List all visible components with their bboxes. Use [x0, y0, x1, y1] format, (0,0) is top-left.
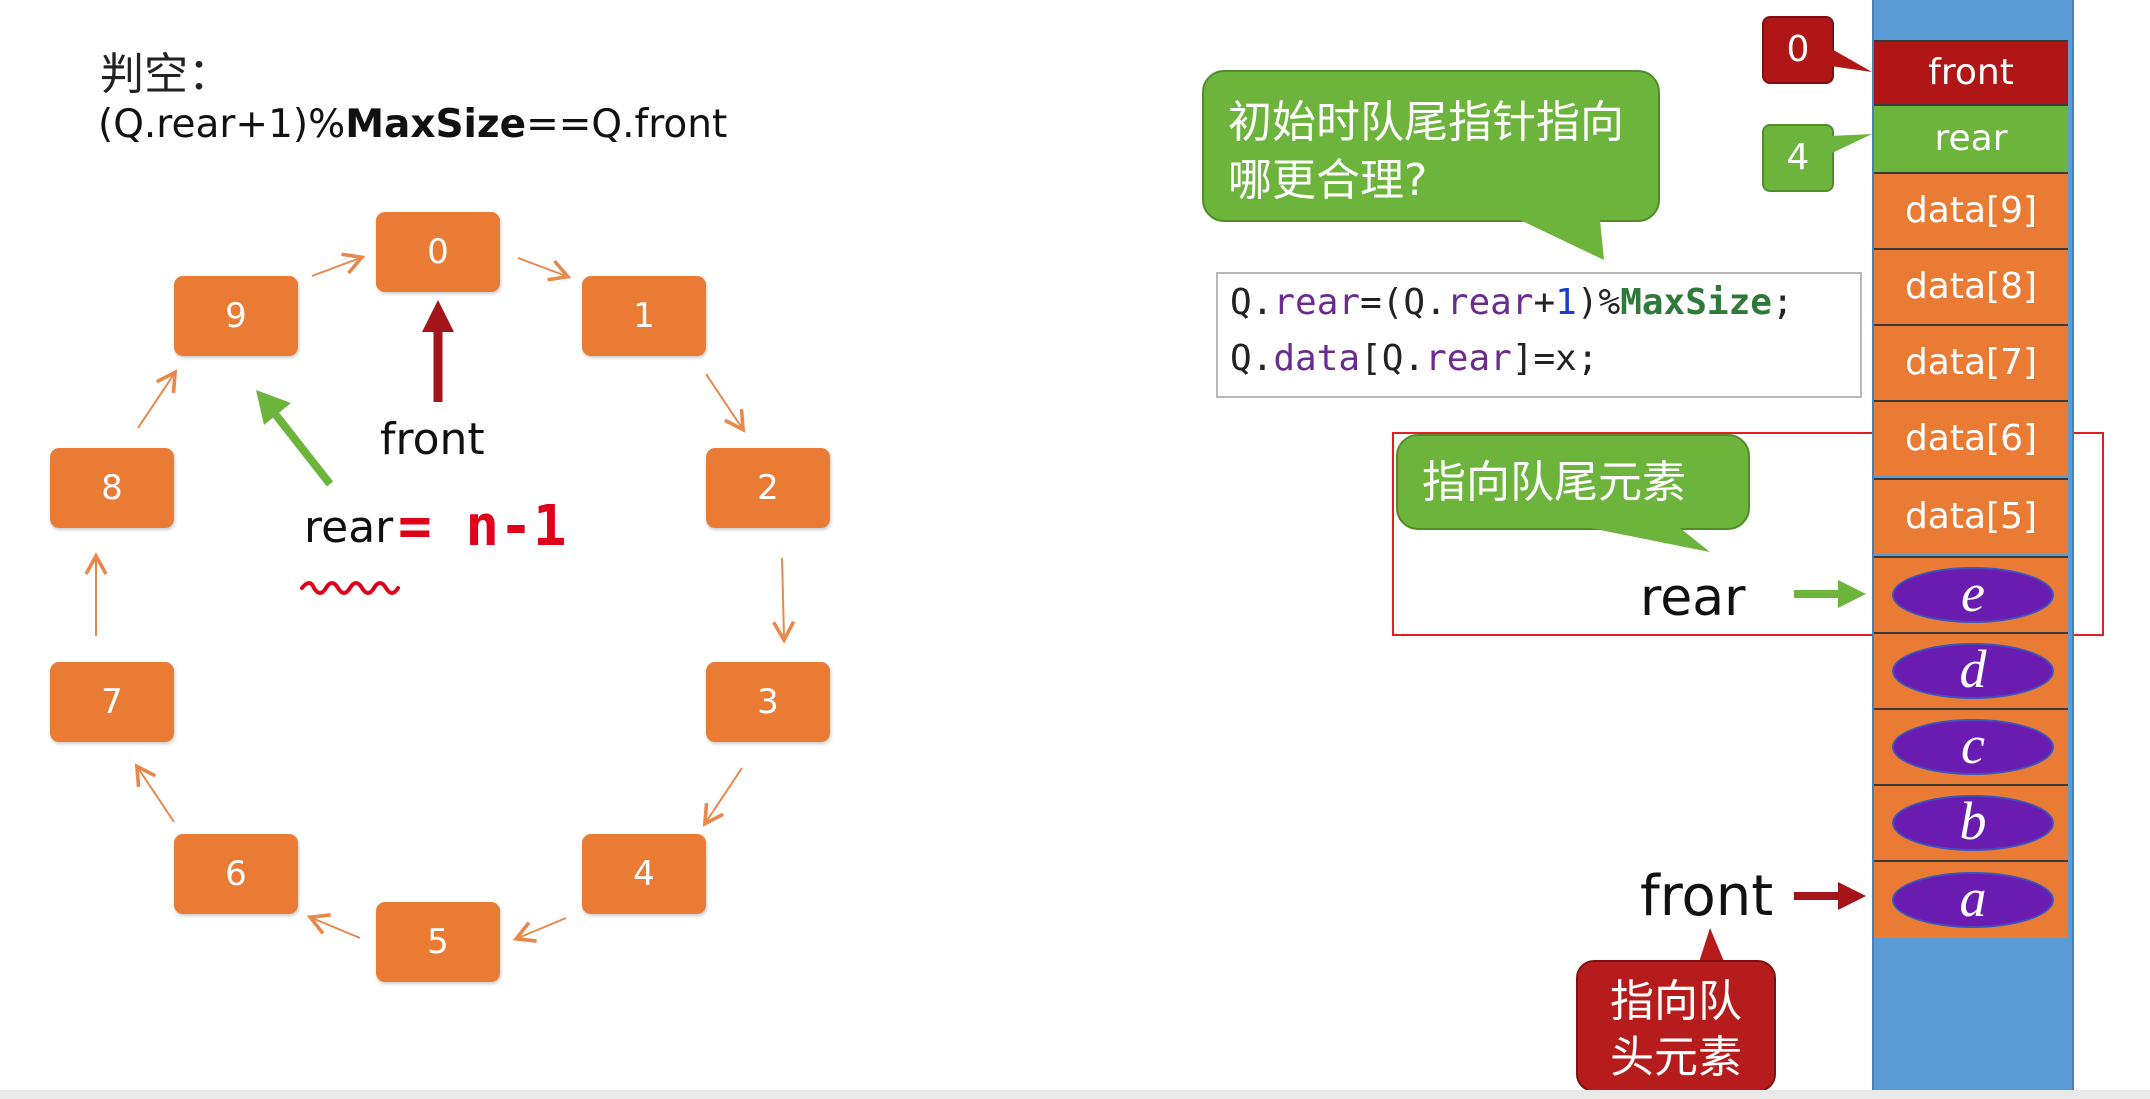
ring-node-8: 8 — [50, 448, 174, 528]
ring-arrow-0-to-1 — [517, 257, 572, 282]
tail-callout-tail — [1590, 528, 1710, 552]
condition-prefix: (Q.rear+1)% — [98, 102, 346, 147]
head-element-callout: 指向队 头元素 — [1576, 960, 1776, 1092]
code-token: ; — [1771, 282, 1794, 323]
code-token: )% — [1576, 282, 1621, 323]
ring-node-4: 4 — [582, 834, 706, 914]
handwritten-underline — [300, 581, 400, 595]
ring-arrow-8-to-9 — [137, 369, 178, 429]
code-token: data — [1273, 338, 1361, 379]
question-callout-tail — [1520, 220, 1604, 260]
empty-check-heading: 判空： — [100, 49, 232, 100]
ring-node-3: 3 — [706, 662, 830, 742]
rear-label: rear — [304, 502, 394, 553]
code-token: MaxSize — [1620, 282, 1772, 323]
code-snippet: Q.rear=(Q.rear+1)%MaxSize; Q.data[Q.rear… — [1216, 272, 1862, 398]
front-to-cell-arrow — [1794, 882, 1866, 910]
element-e: e — [1892, 566, 2054, 623]
code-line-rear-update: Q.rear=(Q.rear+1)%MaxSize; — [1230, 282, 1794, 323]
ring-node-5: 5 — [376, 902, 500, 982]
handwritten-note: = n-1 — [398, 494, 567, 559]
element-a: a — [1892, 871, 2054, 928]
code-token: + — [1533, 282, 1556, 323]
rear-pointer-label: rear — [1640, 568, 1746, 628]
ring-arrow-6-to-7 — [134, 763, 175, 823]
empty-condition-formula: (Q.rear+1)%MaxSize==Q.front — [98, 102, 727, 147]
question-callout: 初始时队尾指针指向哪更合理? — [1202, 70, 1660, 222]
ring-arrow-3-to-4 — [702, 767, 743, 827]
code-token: rear — [1273, 282, 1361, 323]
front-label: front — [380, 414, 485, 465]
element-c: c — [1892, 718, 2054, 775]
rear-to-cell-arrow — [1794, 580, 1866, 608]
element-b: b — [1892, 794, 2054, 851]
ring-arrow-4-to-5 — [512, 917, 567, 943]
code-token: rear — [1446, 282, 1534, 323]
front-value-badge: 0 — [1762, 16, 1834, 84]
data-cell-6: data[6] — [1874, 400, 2068, 476]
ring-arrow-1-to-2 — [705, 373, 746, 433]
ring-node-6: 6 — [174, 834, 298, 914]
head-callout-line-2: 头元素 — [1610, 1032, 1742, 1083]
code-token: Q. — [1230, 338, 1274, 379]
tail-element-callout: 指向队尾元素 — [1396, 434, 1750, 530]
code-token: Q. — [1230, 282, 1274, 323]
front-pointer-label: front — [1640, 864, 1774, 929]
code-token: =(Q. — [1360, 282, 1447, 323]
condition-maxsize: MaxSize — [345, 102, 527, 147]
ring-node-9: 9 — [174, 276, 298, 356]
rear-value-badge: 4 — [1762, 124, 1834, 192]
bottom-strip — [0, 1090, 2150, 1099]
rear-pointer-arrowhead — [256, 390, 291, 425]
data-cell-9: data[9] — [1874, 172, 2068, 248]
code-token: 1 — [1555, 282, 1577, 323]
ring-node-1: 1 — [582, 276, 706, 356]
ring-arrow-5-to-6 — [306, 913, 361, 939]
ring-node-0: 0 — [376, 212, 500, 292]
head-callout-line-1: 指向队 — [1610, 976, 1742, 1027]
condition-suffix: ==Q.front — [526, 102, 728, 147]
code-token: rear — [1425, 338, 1512, 379]
rear-pointer-arrow — [268, 407, 334, 487]
element-d: d — [1892, 642, 2054, 699]
tail-highlight-frame — [1392, 432, 2104, 636]
front-pointer-arrowhead — [422, 300, 454, 332]
code-line-data-assign: Q.data[Q.rear]=x; — [1230, 338, 1599, 379]
data-cell-7: data[7] — [1874, 324, 2068, 400]
front-badge-pointer — [1830, 48, 1872, 72]
ring-arrow-9-to-0 — [311, 252, 366, 277]
data-cell-5: data[5] — [1874, 478, 2068, 554]
rear-cell: rear — [1874, 104, 2068, 172]
ring-node-7: 7 — [50, 662, 174, 742]
ring-arrow-2-to-3 — [772, 557, 796, 644]
rear-badge-pointer — [1830, 134, 1872, 154]
front-cell: front — [1874, 40, 2068, 104]
data-cell-8: data[8] — [1874, 248, 2068, 324]
code-token: ]=x; — [1511, 338, 1599, 379]
ring-node-2: 2 — [706, 448, 830, 528]
code-token: [Q. — [1360, 338, 1426, 379]
